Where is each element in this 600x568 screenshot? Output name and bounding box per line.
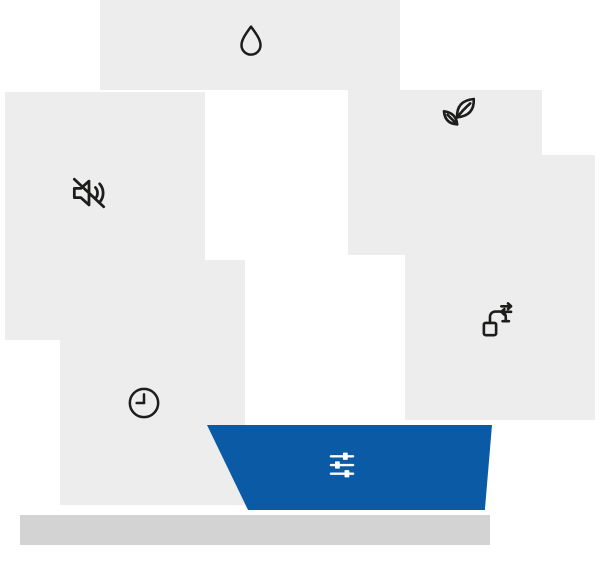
water-drop-icon [231,22,271,62]
tile-time[interactable] [60,260,245,505]
tile-water[interactable] [100,0,400,90]
settings-panel[interactable] [207,425,492,510]
sliders-icon [323,446,361,484]
speaker-muted-icon [67,171,111,215]
tile-water-connection[interactable] [405,155,595,420]
clock-icon [124,383,164,423]
eco-leaves-icon [437,92,479,134]
base-bar [20,515,490,545]
faucet-swap-icon [476,301,518,343]
